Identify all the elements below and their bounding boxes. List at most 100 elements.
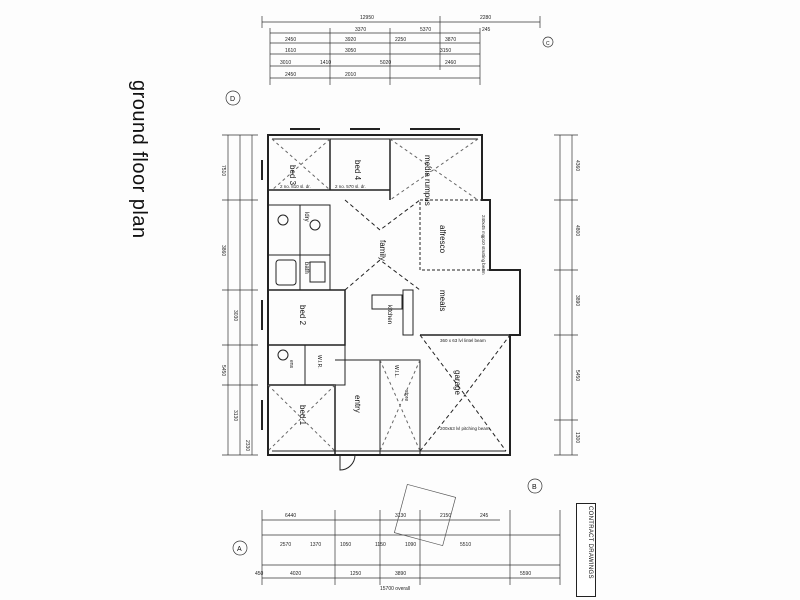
dimension-tick	[554, 134, 578, 456]
dim-bottom-10: 5510	[460, 542, 471, 548]
roof-hip-line	[389, 138, 479, 201]
room-label-bed4: bed 4	[353, 160, 362, 181]
dim-top-15: 5020	[380, 60, 391, 66]
outer-wall	[267, 134, 521, 456]
bathtub	[275, 259, 297, 286]
dim-bottom-3: 2150	[440, 513, 451, 519]
dim-right-3: 3890	[574, 295, 580, 306]
room-wall	[380, 359, 421, 455]
dim-top-10: 1610	[285, 48, 296, 54]
room-label-family: family	[378, 240, 387, 261]
dim-left-6: 2330	[244, 440, 250, 451]
room-label-ldry: ldry	[303, 212, 309, 222]
dim-right-5: 1300	[574, 432, 580, 443]
dim-left-4: 3030	[232, 310, 238, 321]
dim-bottom-11: 450	[255, 571, 264, 577]
dim-bottom-1: 6440	[285, 513, 296, 519]
roof-hip-line	[379, 359, 421, 452]
dim-top-5: 245	[482, 27, 491, 33]
grid-label-b: B	[532, 484, 537, 491]
alfresco-outline	[419, 199, 491, 271]
dim-bottom-9: 1090	[405, 542, 416, 548]
room-label-store: store	[403, 390, 409, 401]
dim-top-1: 12950	[360, 15, 374, 21]
dim-top-8: 2250	[395, 37, 406, 43]
contract-drawings-stamp: CONTRACT DRAWINGS	[576, 503, 596, 597]
garage-hip-line	[419, 334, 511, 452]
dim-bottom-2: 3130	[395, 513, 406, 519]
dim-left-2: 3860	[220, 245, 226, 256]
room-label-garage: garage	[453, 370, 462, 395]
toilet	[309, 219, 321, 231]
grid-label-c: C	[546, 41, 550, 47]
dim-overall: 15700 overall	[380, 586, 410, 592]
dim-bottom-15: 5590	[520, 571, 531, 577]
toilet	[277, 349, 289, 361]
toilet	[277, 214, 289, 226]
dim-bottom-5: 2570	[280, 542, 291, 548]
dim-top-16: 2460	[445, 60, 456, 66]
dim-top-18: 2010	[345, 72, 356, 78]
dim-left-3: 5450	[220, 365, 226, 376]
dim-top-13: 3010	[280, 60, 291, 66]
room-wall	[268, 204, 331, 291]
dimension-tick	[261, 16, 541, 85]
kitchen-island	[371, 294, 403, 310]
dim-top-3: 3370	[355, 27, 366, 33]
dim-right-4: 5450	[574, 370, 580, 381]
room-label-bath: bath	[303, 262, 309, 274]
dim-bottom-12: 4020	[290, 571, 301, 577]
note-beam2: 200x63 lvl pitching beam	[440, 426, 490, 431]
room-label-bed3: bed 3	[288, 165, 297, 186]
kitchen-bench	[402, 289, 414, 336]
shower	[309, 261, 326, 283]
room-label-wil: W.I.L.	[393, 365, 399, 378]
dim-top-11: 3050	[345, 48, 356, 54]
room-label-ens: ens	[288, 360, 294, 369]
note-door2: 2 no. 570 sl. dr.	[335, 184, 366, 189]
dim-bottom-6: 1370	[310, 542, 321, 548]
room-label-alfresco: alfresco	[438, 225, 447, 254]
dim-bottom-13: 1250	[350, 571, 361, 577]
dim-bottom-8: 1150	[375, 542, 386, 548]
site-stamp	[393, 483, 457, 547]
room-label-meals: meals	[438, 290, 447, 311]
dim-bottom-14: 3890	[395, 571, 406, 577]
dim-top-17: 2450	[285, 72, 296, 78]
entry-door	[339, 454, 356, 471]
room-label-bed1: bed 1	[298, 405, 307, 426]
dim-right-1: 4360	[574, 160, 580, 171]
note-beam3: 240x45 mgp10 strutting beam	[481, 215, 486, 275]
grid-label-d: D	[230, 96, 235, 103]
dim-bottom-4: 245	[480, 513, 489, 519]
grid-marker	[225, 90, 241, 106]
dim-top-4: 5370	[420, 27, 431, 33]
dim-top-6: 2450	[285, 37, 296, 43]
grid-marker	[527, 478, 543, 494]
grid-label-a: A	[237, 546, 242, 553]
dim-left-1: 7510	[220, 165, 226, 176]
grid-marker	[542, 36, 554, 48]
grid-marker	[232, 540, 248, 556]
dim-left-5: 3130	[232, 410, 238, 421]
roof-hip-line	[344, 199, 421, 291]
dim-right-2: 4800	[574, 225, 580, 236]
note-door1: 2 no. 810 sl. dr.	[280, 184, 311, 189]
roof-hip-line	[271, 138, 331, 191]
dimension-tick	[261, 510, 561, 585]
dim-top-12: 3150	[440, 48, 451, 54]
note-beam1: 360 x 63 lvl lintel beam	[440, 338, 486, 343]
room-label-kitchen: kitchen	[386, 305, 392, 324]
dim-top-9: 3870	[445, 37, 456, 43]
dimension-tick	[222, 134, 258, 456]
room-label-bed2: bed 2	[298, 305, 307, 326]
dim-top-14: 1410	[320, 60, 331, 66]
room-label-entry: entry	[353, 395, 362, 413]
dim-top-7: 3920	[345, 37, 356, 43]
dim-bottom-7: 1050	[340, 542, 351, 548]
roof-hip-line	[267, 384, 336, 452]
room-label-media: media rumpus	[423, 155, 432, 206]
room-label-wir: W.I.R.	[316, 355, 322, 369]
